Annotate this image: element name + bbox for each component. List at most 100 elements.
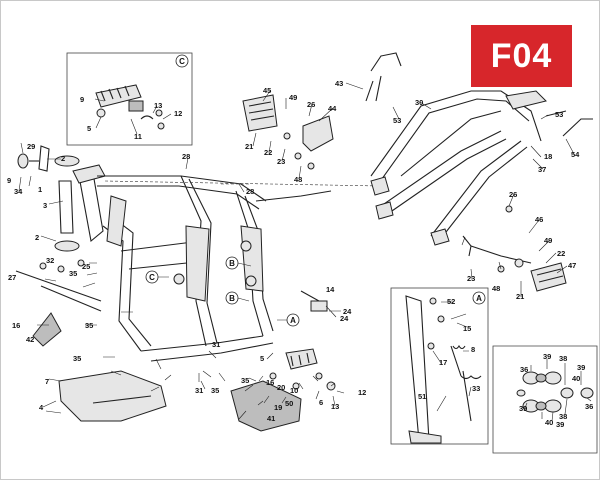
callout-label: 18 — [544, 152, 552, 161]
rear-subframe — [365, 52, 593, 246]
callout-label: 3 — [43, 201, 47, 210]
callout-label: 37 — [538, 165, 546, 174]
callout-label: 36 — [520, 365, 528, 374]
callout-label: 53 — [555, 110, 563, 119]
sidestand — [405, 295, 482, 444]
callout-label: 23 — [467, 274, 475, 283]
callout-label: 49 — [544, 236, 552, 245]
callout-label: 9 — [80, 95, 84, 104]
footpeg-upper — [242, 94, 334, 170]
marker-c-frame: C — [149, 273, 155, 282]
callout-label: 39 — [577, 363, 585, 372]
callout-label: 16 — [12, 321, 20, 330]
callout-label: 38 — [559, 354, 567, 363]
callout-label: 41 — [267, 414, 275, 423]
detail-box-c — [66, 52, 193, 146]
callout-label: 8 — [471, 345, 475, 354]
callout-label: 40 — [545, 418, 553, 427]
callout-label: 40 — [572, 374, 580, 383]
callout-label: 5 — [87, 124, 91, 133]
callout-label: 34 — [14, 187, 23, 196]
callout-label: 7 — [45, 377, 49, 386]
callout-label: 11 — [134, 132, 142, 141]
callout-label: 53 — [393, 116, 401, 125]
callout-label: 13 — [331, 402, 339, 411]
callout-label: 45 — [263, 86, 271, 95]
callout-label: 36 — [585, 402, 593, 411]
callout-label: 14 — [326, 285, 335, 294]
callout-label: 39 — [556, 420, 564, 429]
callout-label: 2 — [61, 154, 65, 163]
callout-label: 49 — [289, 93, 297, 102]
footpeg-right — [462, 205, 567, 292]
callout-label: 12 — [174, 109, 182, 118]
callout-label: 46 — [535, 215, 543, 224]
callout-label: 26 — [509, 190, 517, 199]
callout-label: 35 — [85, 321, 93, 330]
marker-a-box: A — [476, 294, 482, 303]
callout-label: 24 — [340, 314, 349, 323]
callout-label: 13 — [154, 101, 162, 110]
marker-b-upper: B — [229, 259, 235, 268]
detail-box-bushings — [492, 345, 598, 454]
main-frame — [72, 164, 382, 362]
callout-label: 10 — [290, 386, 298, 395]
callout-label: 16 — [266, 378, 274, 387]
leader-lines — [18, 82, 592, 422]
callout-label: 21 — [245, 142, 253, 151]
callout-label: 51 — [418, 392, 426, 401]
marker-b-lower: B — [229, 294, 235, 303]
callout-label: 44 — [328, 104, 337, 113]
callout-label: 12 — [358, 388, 366, 397]
callout-labels: 1 2 2 3 4 5 5 6 7 8 9 9 10 11 12 12 13 1… — [7, 79, 593, 429]
callout-label: 28 — [246, 187, 254, 196]
callout-label: 35 — [211, 386, 219, 395]
callout-label: 33 — [472, 384, 480, 393]
callout-label: 1 — [38, 185, 42, 194]
footpeg-detail — [95, 84, 165, 130]
bushings-detail — [516, 371, 594, 413]
callout-label: 42 — [26, 335, 34, 344]
callout-label: 26 — [307, 100, 315, 109]
callout-label: 20 — [277, 383, 285, 392]
diagram-code-badge: F04 — [471, 25, 572, 87]
callout-label: 6 — [319, 398, 323, 407]
callout-label: 19 — [274, 403, 282, 412]
callout-label: 2 — [35, 233, 39, 242]
callout-label: 39 — [543, 352, 551, 361]
callout-label: 4 — [39, 403, 44, 412]
callout-label: 47 — [568, 261, 576, 270]
callout-label: 52 — [447, 297, 455, 306]
circle-markers: C A C B B A — [145, 54, 486, 327]
callout-label: 30 — [415, 98, 423, 107]
callout-label: 43 — [335, 79, 343, 88]
callout-label: 25 — [82, 262, 90, 271]
callout-label: 9 — [7, 176, 11, 185]
footpeg-center — [269, 290, 336, 391]
callout-label: 28 — [182, 152, 190, 161]
callout-label: 15 — [463, 324, 471, 333]
callout-label: 17 — [439, 358, 447, 367]
callout-label: 31 — [212, 340, 220, 349]
callout-label: 38 — [559, 412, 567, 421]
callout-label: 22 — [264, 148, 272, 157]
marker-c-box: C — [179, 57, 185, 66]
guards — [32, 312, 302, 432]
callout-label: 39 — [519, 404, 527, 413]
callout-label: 54 — [571, 150, 580, 159]
callout-label: 35 — [241, 376, 249, 385]
marker-a-frame: A — [290, 316, 296, 325]
callout-label: 21 — [516, 292, 524, 301]
callout-label: 24 — [343, 307, 352, 316]
callout-label: 32 — [46, 256, 54, 265]
callout-label: 31 — [195, 386, 203, 395]
steering-parts — [17, 145, 80, 252]
detail-box-a — [390, 287, 489, 445]
callout-label: 48 — [294, 175, 302, 184]
callout-label: 23 — [277, 157, 285, 166]
callout-label: 27 — [8, 273, 16, 282]
long-bolts — [15, 259, 102, 312]
callout-label: 35 — [69, 269, 77, 278]
